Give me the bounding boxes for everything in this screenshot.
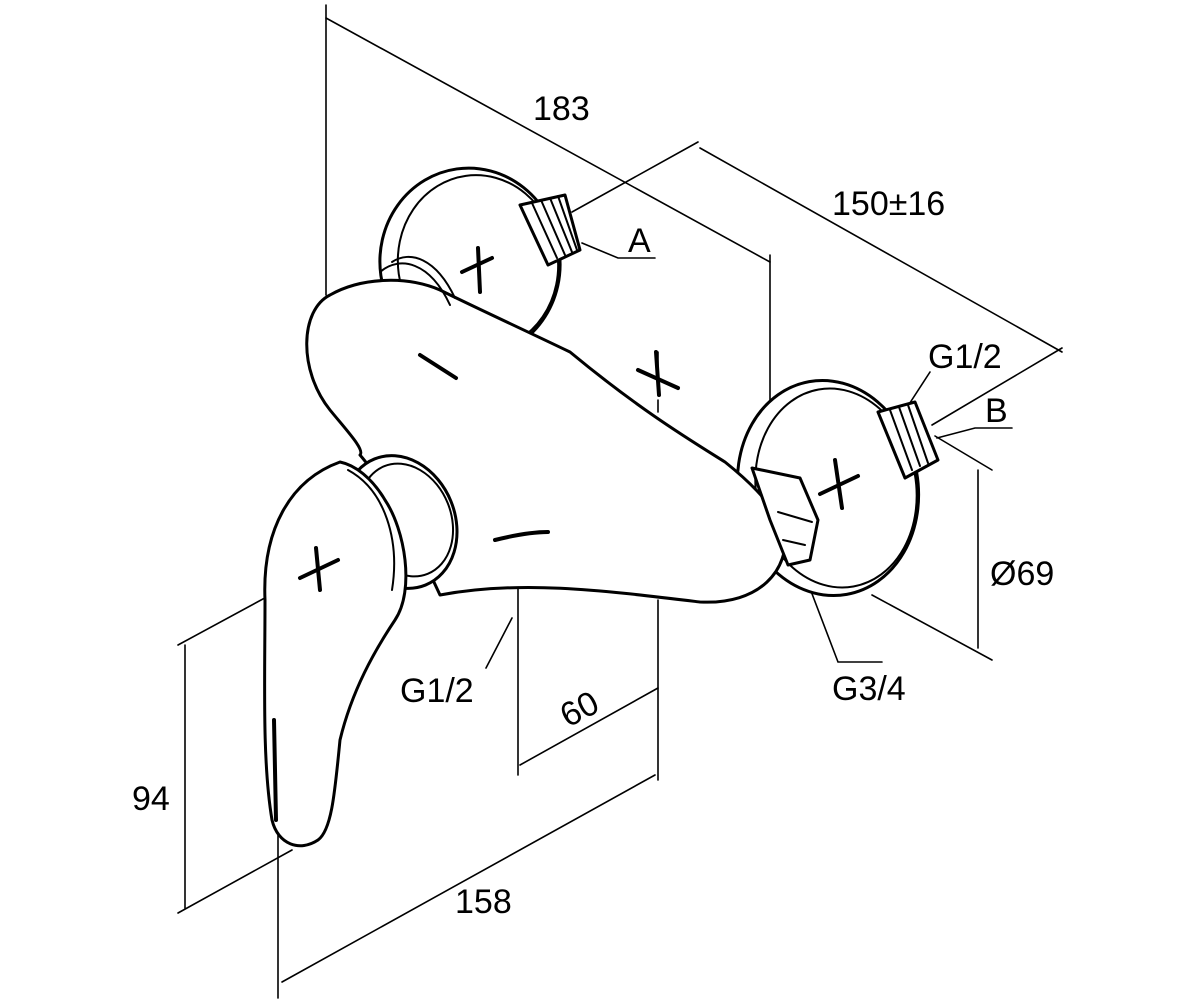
dim-94-label: 94 (132, 780, 170, 818)
dim-150-label: 150±16 (832, 185, 945, 223)
dim-69-label: Ø69 (990, 555, 1054, 593)
callout-g34: G3/4 (832, 670, 906, 708)
dimension-lines (177, 4, 1063, 999)
lever-handle (263, 454, 459, 848)
callout-g12-bottom: G1/2 (400, 672, 474, 710)
dim-183-label: 183 (533, 90, 590, 128)
dim-60-label: 60 (554, 684, 605, 735)
callout-labels: A G1/2 B G1/2 G3/4 (400, 222, 1008, 710)
dim-158-label: 158 (455, 883, 512, 921)
callout-a: A (628, 222, 651, 260)
callout-b: B (985, 392, 1008, 430)
callout-g12-top: G1/2 (928, 338, 1002, 376)
